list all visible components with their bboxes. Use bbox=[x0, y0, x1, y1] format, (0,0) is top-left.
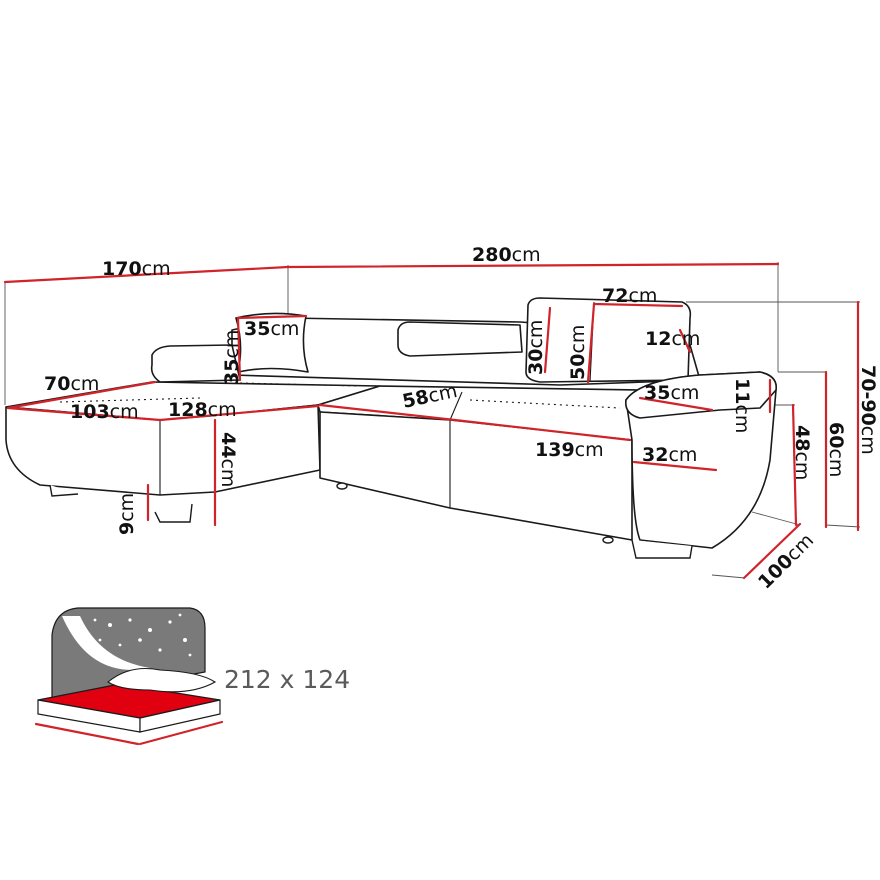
dim-line-128 bbox=[158, 404, 320, 422]
leg-front-left bbox=[49, 484, 79, 497]
seat-stitching bbox=[59, 382, 621, 409]
headrest-left bbox=[397, 321, 523, 357]
label-11: 11cm bbox=[731, 378, 753, 433]
label-30: 30cm bbox=[525, 320, 547, 375]
bed-dim-width bbox=[138, 720, 224, 746]
bed-function-icon: 212 x 124 bbox=[34, 607, 350, 746]
leg-right bbox=[631, 539, 693, 559]
label-139: 139cm bbox=[535, 439, 604, 461]
label-103: 103cm bbox=[70, 401, 139, 423]
dim-line-170 bbox=[3, 265, 290, 284]
bed-size-label: 212 x 124 bbox=[224, 665, 350, 694]
dim-line-72 bbox=[592, 302, 684, 308]
label-70-90: 70-90cm bbox=[857, 365, 879, 455]
dim-line-100 bbox=[742, 522, 802, 580]
label-35-vertical: 35cm bbox=[221, 330, 243, 385]
moon-icon bbox=[62, 616, 150, 670]
leg-chaise bbox=[154, 503, 193, 523]
dim-line-35-pillow bbox=[236, 314, 308, 320]
label-60: 60cm bbox=[825, 422, 847, 477]
pillow-icon bbox=[107, 667, 217, 693]
label-50: 50cm bbox=[567, 325, 589, 380]
dim-line-280 bbox=[286, 262, 780, 269]
armrest-right-top bbox=[624, 371, 777, 419]
label-35-pillow: 35cm bbox=[244, 318, 299, 340]
label-48: 48cm bbox=[791, 425, 813, 480]
dim-line-48 bbox=[791, 403, 798, 527]
dimension-labels: 170cm 280cm 72cm 35cm 35cm 30cm 50cm 12c… bbox=[44, 244, 879, 594]
dim-line-58 bbox=[318, 403, 457, 422]
label-170: 170cm bbox=[102, 258, 171, 280]
dim-line-50 bbox=[586, 302, 596, 384]
leg-castor-2 bbox=[602, 536, 614, 544]
mattress-side bbox=[139, 699, 221, 733]
dim-line-35-vertical bbox=[236, 316, 242, 382]
headrest-right bbox=[525, 297, 692, 383]
label-128: 128cm bbox=[168, 399, 237, 421]
bed-dim-length bbox=[34, 722, 140, 746]
stars-icon bbox=[93, 613, 192, 657]
label-32: 32cm bbox=[642, 444, 697, 466]
dim-line-32 bbox=[632, 460, 718, 472]
dimension-lines bbox=[3, 262, 860, 580]
label-44: 44cm bbox=[217, 432, 239, 487]
label-70: 70cm bbox=[44, 373, 99, 395]
dim-line-70 bbox=[6, 380, 157, 410]
label-72: 72cm bbox=[602, 285, 657, 307]
dim-line-103 bbox=[6, 406, 162, 422]
dim-line-12 bbox=[678, 328, 692, 354]
dim-line-139 bbox=[453, 418, 632, 442]
dim-line-30 bbox=[543, 306, 552, 374]
leg-castor-1 bbox=[336, 482, 348, 490]
dim-line-35-arm bbox=[638, 396, 714, 412]
label-9: 9cm bbox=[116, 493, 138, 535]
label-100: 100cm bbox=[754, 529, 818, 593]
label-35-arm: 35cm bbox=[644, 382, 699, 404]
label-12: 12cm bbox=[645, 328, 700, 350]
label-280: 280cm bbox=[472, 244, 541, 266]
